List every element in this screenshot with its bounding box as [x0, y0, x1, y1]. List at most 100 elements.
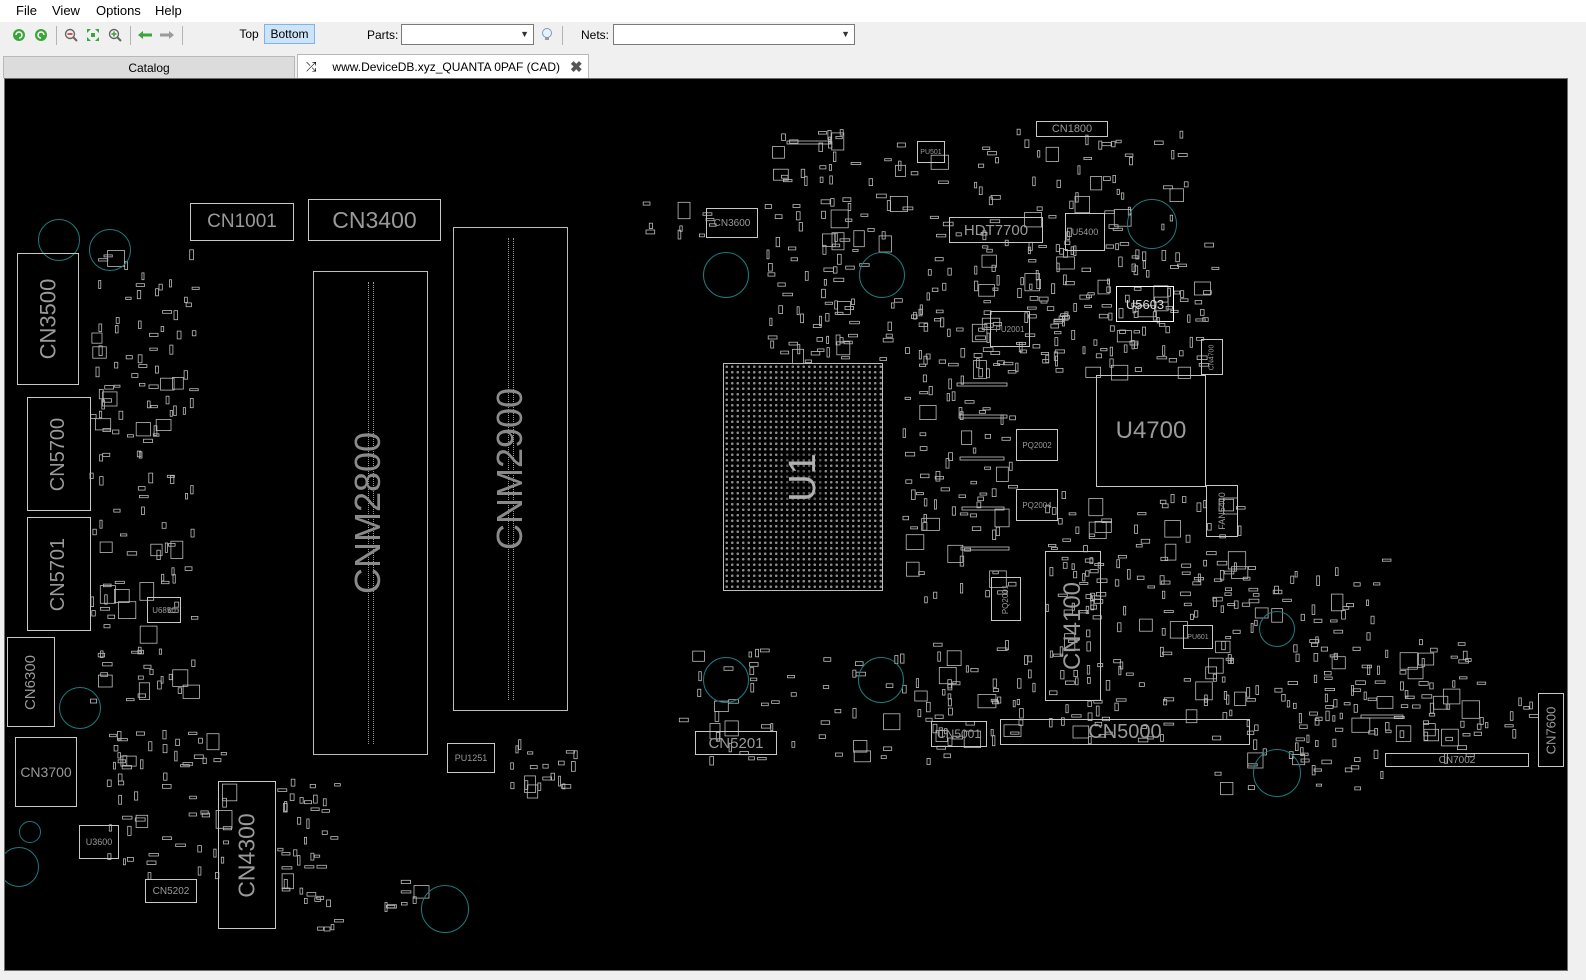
- smd-pad: [1123, 344, 1128, 353]
- smd-pad: [1313, 768, 1322, 772]
- smd-pad: [1373, 582, 1381, 586]
- smd-pad: [299, 887, 304, 895]
- smd-pad: [750, 677, 758, 682]
- smd-pad: [1109, 325, 1115, 332]
- search-bulb-icon[interactable]: [538, 26, 556, 44]
- smd-pad: [1007, 369, 1017, 374]
- layer-top-button[interactable]: Top: [239, 27, 259, 41]
- smd-pad: [1460, 720, 1465, 728]
- menu-view[interactable]: View: [52, 3, 80, 18]
- smd-pad: [161, 573, 165, 582]
- smd-pad: [1215, 640, 1231, 654]
- zoom-in-icon[interactable]: [106, 26, 124, 44]
- menu-file[interactable]: File: [16, 3, 37, 18]
- smd-pad: [1163, 185, 1173, 190]
- smd-pad: [1109, 358, 1114, 368]
- smd-pad: [297, 855, 301, 866]
- smd-pad: [1065, 680, 1075, 685]
- smd-pad: [157, 680, 162, 690]
- smd-pad: [334, 919, 344, 923]
- smd-pad: [835, 334, 841, 346]
- smd-pad: [748, 756, 755, 761]
- smd-pad: [1096, 578, 1108, 583]
- smd-pad: [1163, 722, 1175, 726]
- cn5202: CN5202: [145, 879, 197, 903]
- smd-pad: [996, 360, 1005, 365]
- board-canvas[interactable]: CNM2800 CNM2900 U1 CN1001 CN3400 CN3500 …: [4, 78, 1568, 971]
- smd-pad: [1069, 200, 1074, 209]
- smd-pad: [114, 588, 130, 603]
- smd-pad: [1165, 305, 1173, 310]
- smd-pad: [1316, 575, 1320, 586]
- smd-pad: [542, 776, 552, 781]
- smd-pad: [823, 267, 834, 272]
- smd-pad: [138, 451, 143, 459]
- smd-pad: [984, 433, 992, 439]
- smd-pad: [1333, 652, 1338, 660]
- smd-pad: [910, 526, 919, 530]
- smd-pad: [146, 400, 151, 409]
- smd-pad: [778, 305, 783, 314]
- tab-catalog[interactable]: Catalog: [3, 56, 295, 78]
- smd-pad: [118, 780, 125, 786]
- smd-pad: [1060, 670, 1065, 680]
- smd-pad: [989, 219, 1001, 224]
- smd-pad: [980, 231, 988, 236]
- smd-pad: [951, 506, 956, 516]
- smd-pad: [162, 730, 167, 740]
- smd-pad: [162, 310, 173, 314]
- smd-pad: [190, 485, 194, 495]
- smd-pad: [113, 745, 119, 752]
- smd-pad: [1057, 593, 1068, 597]
- rotate-right-icon[interactable]: [32, 26, 50, 44]
- smd-pad: [1419, 639, 1423, 646]
- smd-pad: [848, 333, 859, 338]
- smd-pad: [764, 204, 772, 209]
- smd-pad: [997, 696, 1002, 704]
- back-arrow-icon[interactable]: [136, 26, 154, 44]
- smd-pad: [978, 367, 983, 378]
- smd-pad: [1366, 599, 1369, 606]
- smd-pad: [172, 669, 189, 687]
- smd-pad: [137, 486, 146, 491]
- smd-pad: [1105, 244, 1114, 249]
- smd-pad: [678, 717, 689, 723]
- smd-pad: [168, 673, 173, 681]
- cn1001: CN1001: [190, 203, 294, 241]
- menu-options[interactable]: Options: [96, 3, 141, 18]
- smd-pad: [1370, 615, 1375, 625]
- smd-pad: [1430, 647, 1438, 653]
- smd-pad: [1163, 610, 1174, 613]
- smd-pad: [697, 688, 702, 697]
- smd-pad: [1028, 259, 1037, 263]
- forward-arrow-icon[interactable]: [158, 26, 176, 44]
- layer-bottom-button[interactable]: Bottom: [264, 24, 315, 44]
- parts-dropdown[interactable]: ▼: [401, 24, 534, 45]
- smd-pad: [281, 852, 291, 856]
- mounting-hole: [89, 229, 131, 271]
- smd-pad: [837, 253, 842, 265]
- smd-pad: [879, 357, 887, 361]
- smd-pad: [1051, 547, 1058, 550]
- menu-help[interactable]: Help: [155, 3, 182, 18]
- smd-pad: [932, 723, 938, 734]
- smd-pad: [1077, 165, 1081, 175]
- smd-pad: [558, 760, 565, 766]
- zoom-out-icon[interactable]: [62, 26, 80, 44]
- smd-pad: [220, 752, 227, 756]
- smd-pad: [1458, 659, 1469, 664]
- zoom-fit-icon[interactable]: [84, 26, 102, 44]
- smd-pad: [1159, 323, 1166, 327]
- smd-pad: [830, 198, 835, 207]
- close-icon[interactable]: ✖: [570, 58, 583, 76]
- smd-pad: [1385, 729, 1392, 734]
- smd-pad: [202, 757, 207, 764]
- nets-dropdown[interactable]: ▼: [613, 24, 855, 45]
- pq2002: PQ2002: [1016, 429, 1058, 461]
- smd-pad: [986, 332, 990, 343]
- smd-pad: [804, 359, 812, 363]
- rotate-left-icon[interactable]: [10, 26, 28, 44]
- mounting-hole: [1253, 749, 1301, 797]
- tab-document[interactable]: ⤮ www.DeviceDB.xyz_QUANTA 0PAF (CAD) ✖: [297, 54, 589, 78]
- smd-pad: [1134, 524, 1138, 534]
